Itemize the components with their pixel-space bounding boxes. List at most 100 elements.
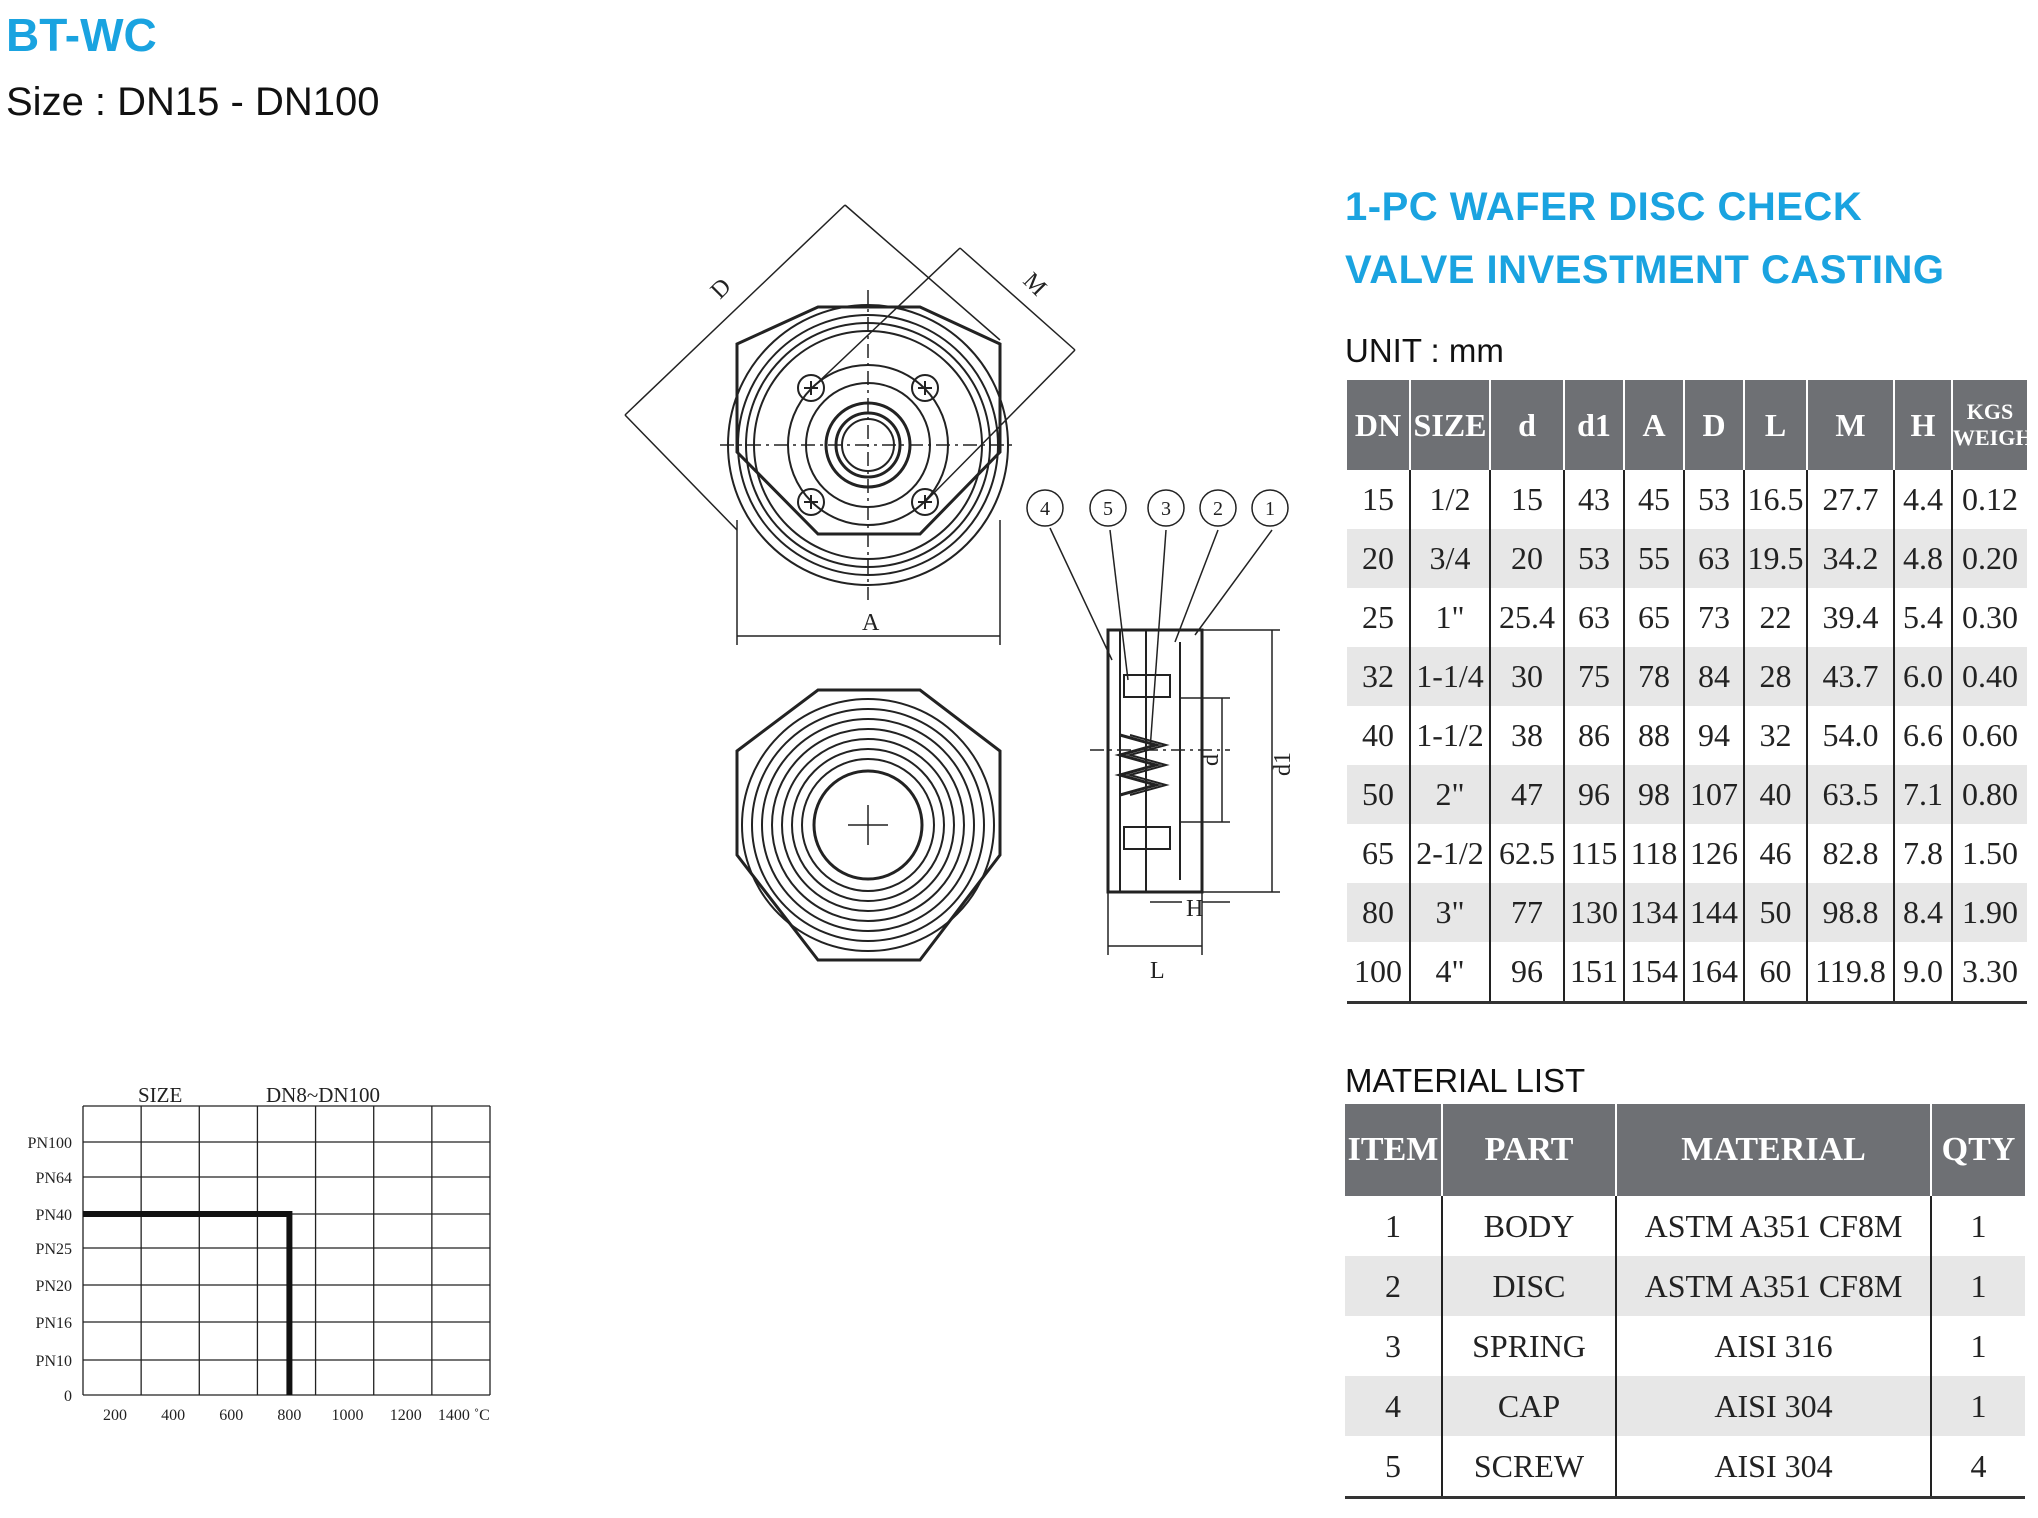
cell-item: 1 [1385,1207,1401,1244]
cell-qty: 4 [1930,1436,2025,1499]
cell-item: 4 [1345,1376,1442,1436]
pressure-tick-label: PN25 [36,1241,72,1258]
weight-header-top: KGS [1966,399,2014,424]
cell-m: 119.8 [1806,942,1894,1004]
callout-1: 1 [1265,498,1275,520]
cell-h: 4.4 [1893,470,1952,529]
temperature-tick-label: 200 [103,1407,127,1424]
cell-weight: 0.30 [1951,588,2027,647]
cell-material: AISI 316 [1615,1316,1931,1376]
col-part: PART [1441,1104,1616,1196]
cell-a: 78 [1623,647,1684,706]
cell-a: 98 [1623,765,1684,824]
cell-m: 63.5 [1806,765,1894,824]
cell-d: 96 [1489,942,1564,1004]
cell-part: DISC [1441,1256,1616,1316]
cell-a: 45 [1623,470,1684,529]
cell-d1: 63 [1563,588,1624,647]
col-m: M [1806,380,1894,470]
product-title-line1: 1-PC WAFER DISC CHECK [1345,185,1863,229]
callout-2: 2 [1213,498,1223,520]
cell-h: 4.8 [1893,529,1952,588]
cell-a: 118 [1623,824,1684,883]
section-view [1026,489,1289,955]
cell-d-outer: 84 [1683,647,1744,706]
cell-qty: 1 [1930,1196,2025,1256]
cell-weight: 3.30 [1951,942,2027,1004]
cell-size: 1/2 [1409,470,1490,529]
pressure-tick-label: PN16 [36,1315,72,1332]
cell-h: 9.0 [1893,942,1952,1004]
cell-h: 8.4 [1893,883,1952,942]
col-d-outer: D [1683,380,1744,470]
cell-part: SPRING [1441,1316,1616,1376]
unit-label: UNIT : mm [1345,332,1504,369]
cell-qty: 1 [1930,1256,2025,1316]
cell-item: 2 [1345,1256,1442,1316]
col-d: d [1489,380,1564,470]
pressure-tick-label: PN64 [36,1170,72,1187]
col-item: ITEM [1345,1104,1442,1196]
pressure-tick-label: PN20 [36,1278,72,1295]
cell-size: 1-1/2 [1409,706,1490,765]
callout-3: 3 [1161,498,1171,520]
cell-d: 30 [1489,647,1564,706]
cell-d: 62.5 [1489,824,1564,883]
cell-m: 43.7 [1806,647,1894,706]
cell-item: 5 [1345,1436,1442,1499]
cell-d1: 86 [1563,706,1624,765]
cell-d: 15 [1489,470,1564,529]
dim-label-d1: d1 [1270,752,1296,776]
cell-d-outer: 73 [1683,588,1744,647]
cell-weight: 0.80 [1951,765,2027,824]
cell-m: 82.8 [1806,824,1894,883]
temperature-tick-label: 1200 [390,1407,422,1424]
cell-l: 22 [1743,588,1807,647]
cell-weight: 0.12 [1951,470,2027,529]
cell-h: 7.8 [1893,824,1952,883]
material-header-row: ITEM PART MATERIAL QTY [1345,1104,2025,1196]
screw-heads [797,374,939,516]
product-title-line2: VALVE INVESTMENT CASTING [1345,248,1945,292]
cell-d: 47 [1489,765,1564,824]
cell-dn: 40 [1362,717,1394,753]
cell-size: 2" [1409,765,1490,824]
cell-l: 19.5 [1743,529,1807,588]
col-h: H [1893,380,1952,470]
cell-dn: 20 [1347,529,1410,588]
temperature-tick-label: 800 [277,1407,301,1424]
cell-d1: 53 [1563,529,1624,588]
dim-label-d-outer: D [706,274,737,305]
cell-h: 6.0 [1893,647,1952,706]
cell-h: 7.1 [1893,765,1952,824]
cell-d1: 130 [1563,883,1624,942]
cell-h: 6.6 [1893,706,1952,765]
cell-d-outer: 144 [1683,883,1744,942]
valve-drawing: D M A L H d d1 4 5 3 2 1 [624,204,1296,984]
cell-dn: 100 [1347,942,1410,1004]
pressure-temperature-chart: SIZE DN8~DN100 PN100PN64PN40PN25PN20PN16… [28,1083,491,1424]
cell-l: 16.5 [1743,470,1807,529]
cell-item: 3 [1385,1327,1401,1364]
cell-part: BODY [1441,1196,1616,1256]
cell-qty: 1 [1930,1316,2025,1376]
cell-l: 28 [1743,647,1807,706]
cell-d: 38 [1489,706,1564,765]
col-qty: QTY [1930,1104,2025,1196]
cell-d1: 75 [1563,647,1624,706]
cell-d1: 115 [1563,824,1624,883]
cell-a: 88 [1623,706,1684,765]
cell-dn: 50 [1347,765,1410,824]
cell-dn: 65 [1362,835,1394,871]
